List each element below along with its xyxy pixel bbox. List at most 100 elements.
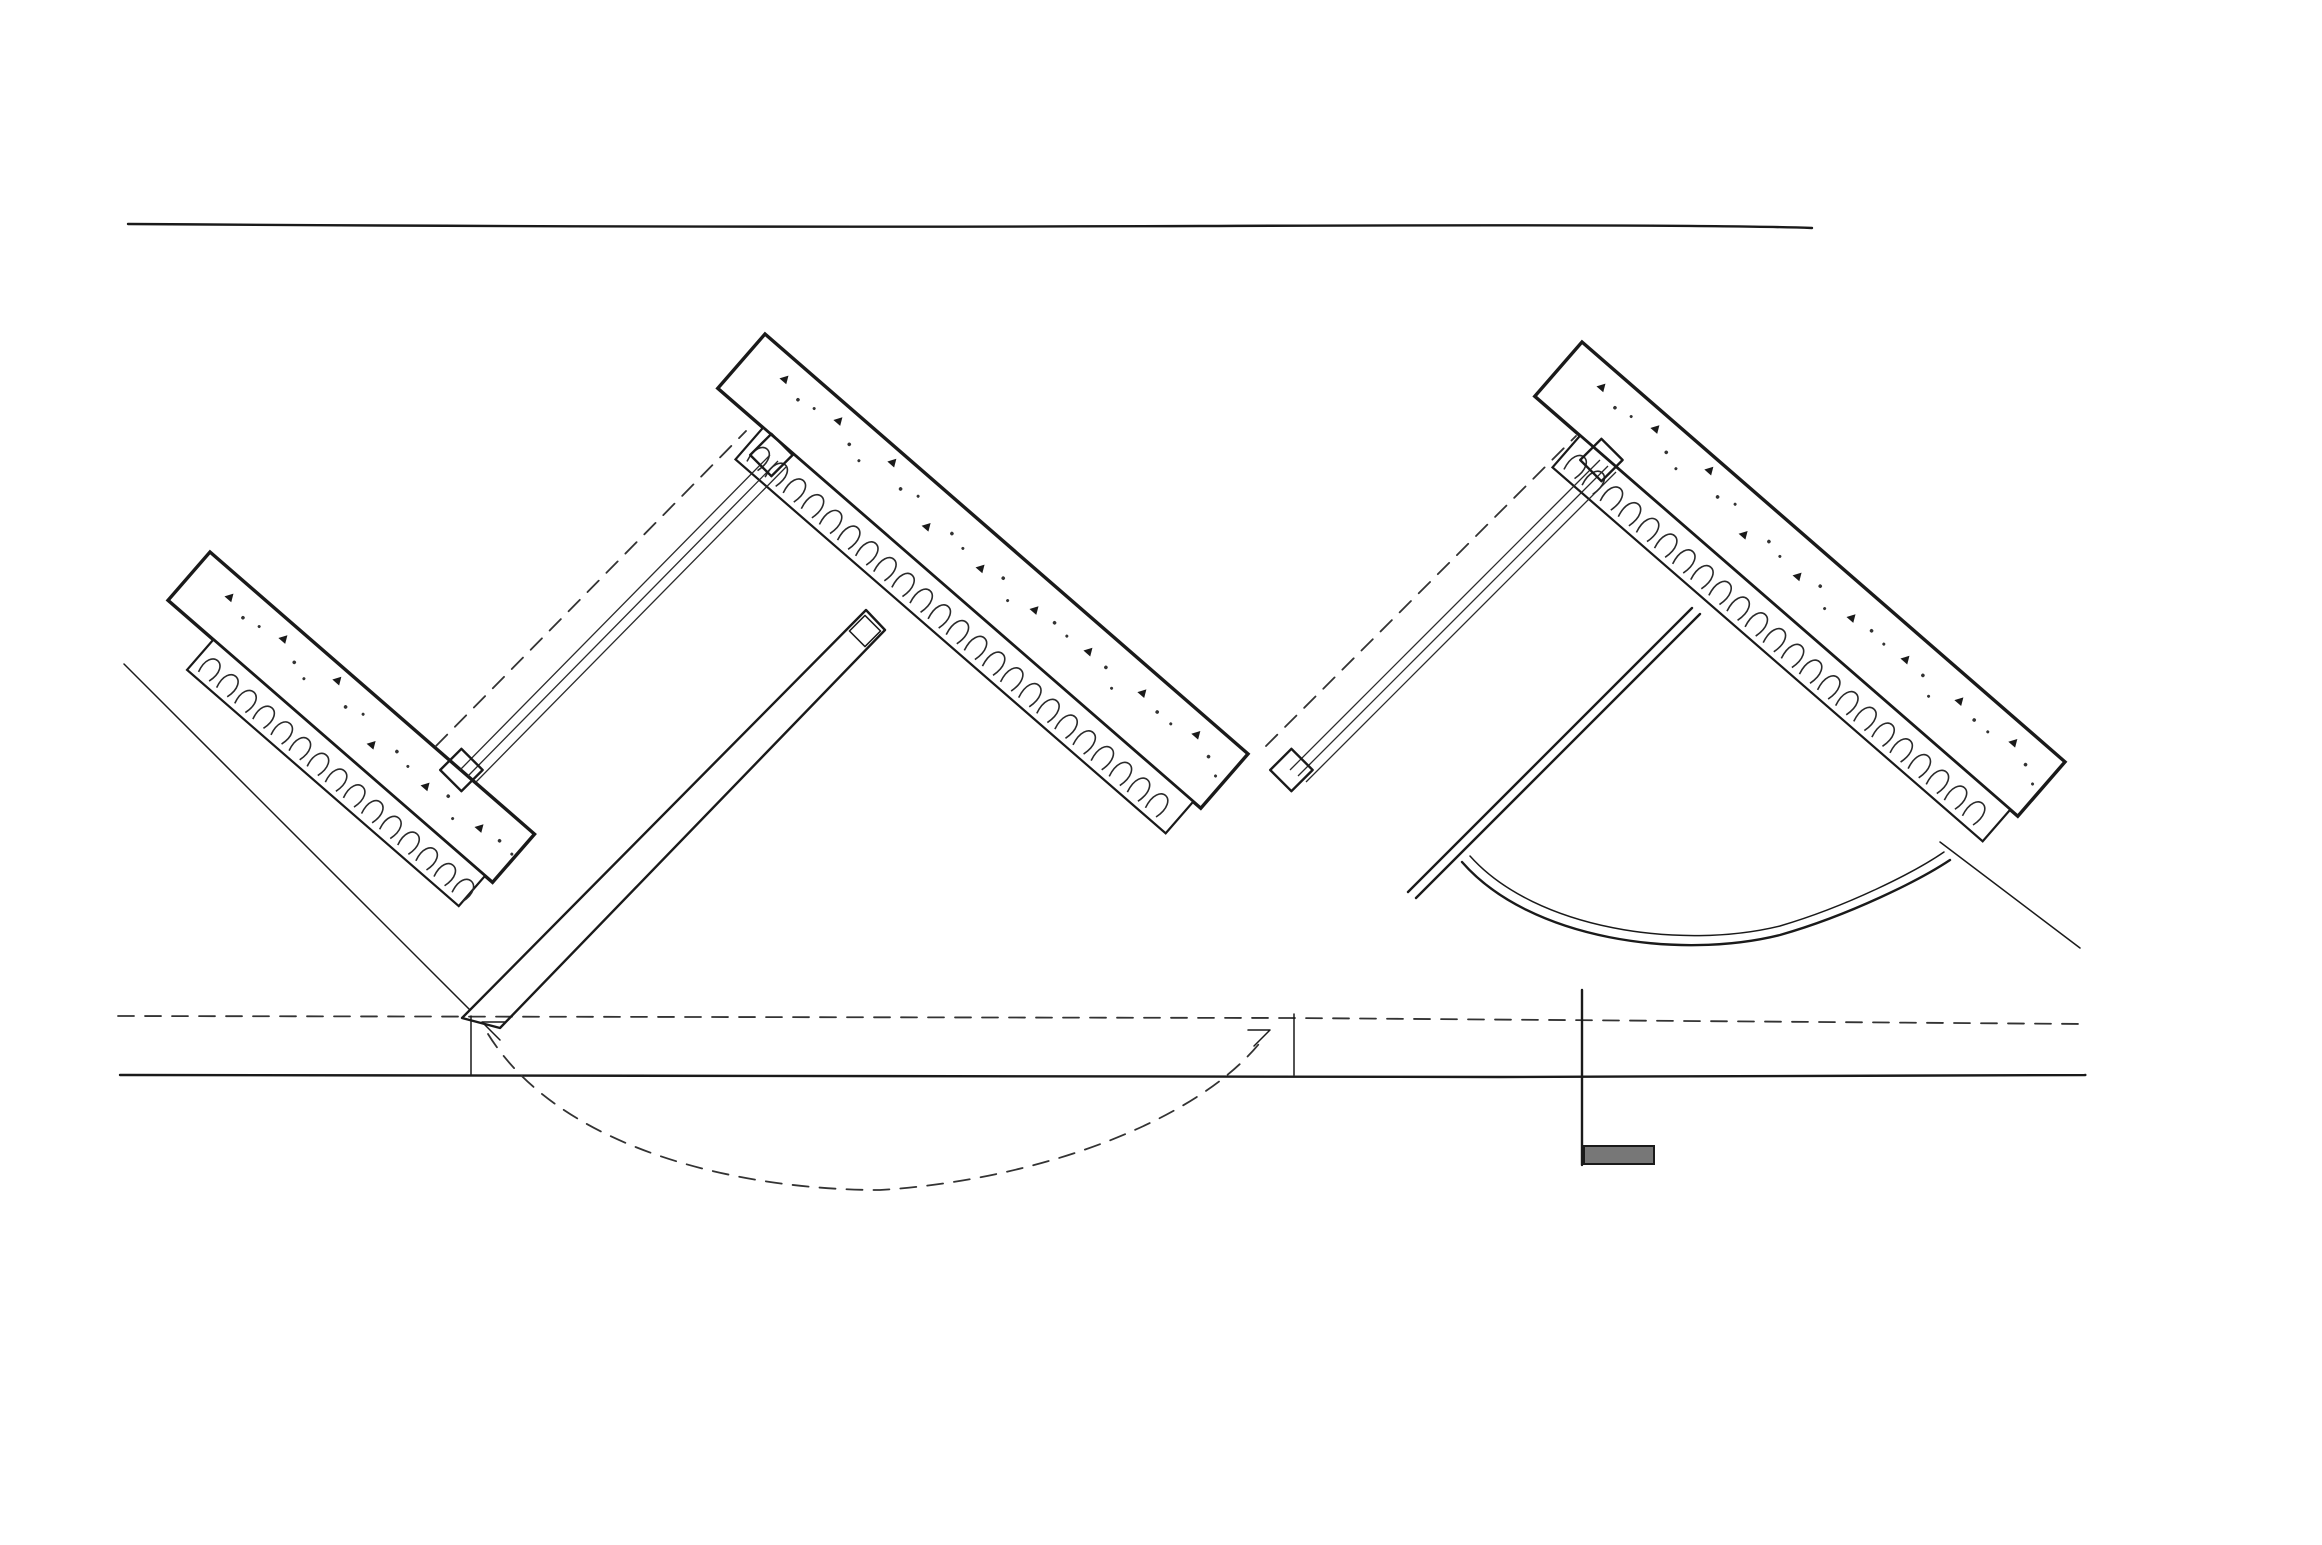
aggregate-dot [446, 794, 451, 798]
glazing-panel [435, 430, 794, 793]
aggregate-mark [1792, 572, 1802, 582]
mullion-block [1269, 747, 1314, 793]
aggregate-dot [1972, 718, 1976, 722]
aggregate-dot [961, 546, 965, 550]
aggregate-mark [366, 741, 376, 750]
aggregate-mark [1954, 697, 1964, 707]
aggregate-dot [1921, 673, 1925, 678]
door-leaf-right [1406, 606, 1702, 900]
aggregate-mark [1596, 383, 1606, 393]
aggregate-dot [451, 817, 455, 821]
aggregate-dot [1052, 621, 1057, 625]
aggregate-dot [1214, 774, 1218, 778]
aggregate-mark [224, 593, 234, 603]
aggregate-dot [343, 705, 348, 709]
aggregate-mark [474, 824, 484, 833]
wall-edge-line [123, 663, 471, 1011]
aggregate-dot [2023, 762, 2028, 767]
insulation-loops [197, 658, 475, 903]
aggregate-dot [1065, 634, 1069, 638]
aggregate-mark [833, 417, 843, 426]
aggregate-dot [257, 625, 261, 629]
dashed-projection-line [117, 1015, 2086, 1025]
aggregate-dot [812, 407, 816, 411]
insulation-layer [1550, 434, 2012, 843]
aggregate-dot [1733, 502, 1737, 506]
aggregate-dot [241, 615, 245, 620]
aggregate-dot [497, 839, 502, 843]
mullion-block [749, 432, 794, 478]
aggregate-dot [1715, 495, 1720, 499]
arc-arrow-left [481, 1021, 506, 1041]
wall-panel [1532, 339, 2068, 843]
glass-pane-line [459, 454, 771, 771]
insulation-loops [746, 446, 1169, 818]
glazing-panel [1265, 435, 1624, 793]
aggregate-dot [395, 749, 399, 754]
aggregate-dot [916, 494, 920, 498]
glass-pane-line [1305, 471, 1617, 783]
insulation-layer [733, 426, 1195, 835]
aggregate-dot [510, 852, 514, 856]
aggregate-dot [292, 660, 297, 665]
aggregate-dot [1823, 607, 1827, 611]
wall-panels [123, 331, 2081, 1011]
aggregate-dot [1882, 642, 1886, 646]
door-leaf [460, 608, 887, 1030]
aggregate-dot [1927, 694, 1931, 698]
aggregate-mark [332, 676, 342, 686]
mullion-block [439, 747, 484, 793]
aggregate-mark [1083, 647, 1093, 657]
door-hinge-block [848, 614, 882, 648]
aggregate-dot [1664, 450, 1669, 455]
door-swing-arc-inner [1469, 851, 1945, 937]
aggregate-dot [1767, 539, 1771, 544]
aggregate-mark [779, 375, 789, 385]
aggregate-dot [857, 459, 861, 463]
glazing-projection-dash [435, 430, 747, 747]
aggregate-mark [1650, 425, 1660, 434]
glazing-panels [435, 430, 1624, 793]
aggregate-dot [1206, 754, 1211, 759]
aggregate-dot [302, 677, 306, 681]
section-marker [1583, 1145, 1655, 1165]
aggregate-mark [420, 782, 430, 792]
aggregate-dot [1869, 629, 1874, 633]
aggregate-mark [921, 523, 931, 532]
aggregate-dot [406, 764, 410, 768]
aggregate-dot [1674, 467, 1678, 471]
aggregate-dot [847, 442, 852, 447]
aggregate-dot [1169, 722, 1173, 726]
aggregate-dot [1006, 599, 1010, 603]
aggregate-mark [1900, 655, 1910, 665]
wall-edge-line-right [1939, 841, 2081, 949]
aggregate-dot [1110, 686, 1114, 690]
wall-panel [165, 549, 537, 908]
aggregate-mark [1846, 614, 1856, 623]
fold-door-swing-arc [487, 1033, 1263, 1191]
mullion-block [1579, 437, 1624, 483]
aggregate-mark [1029, 606, 1039, 615]
aggregate-mark [2008, 738, 2018, 748]
aggregate-mark [278, 635, 288, 644]
glazing-projection-dash [1265, 435, 1577, 747]
aggregate-mark [1137, 689, 1147, 699]
aggregate-dot [1778, 554, 1782, 558]
aggregate-dot [2031, 782, 2035, 786]
arc-arrow-right [1247, 1029, 1271, 1047]
aggregate-mark [887, 458, 897, 468]
glass-pane-line [475, 466, 787, 783]
aggregate-dot [1613, 405, 1617, 410]
aggregate-mark [1738, 531, 1748, 540]
glass-pane-line [1297, 465, 1609, 777]
door-swing-arc [1460, 858, 1952, 947]
aggregate-dot [1155, 710, 1159, 714]
aggregate-mark [1704, 466, 1714, 476]
aggregate-dot [950, 531, 954, 536]
aggregate-mark [975, 564, 985, 574]
floor-line [118, 1073, 2087, 1079]
aggregate-dot [1818, 584, 1823, 588]
upper-boundary-line [126, 222, 1814, 230]
